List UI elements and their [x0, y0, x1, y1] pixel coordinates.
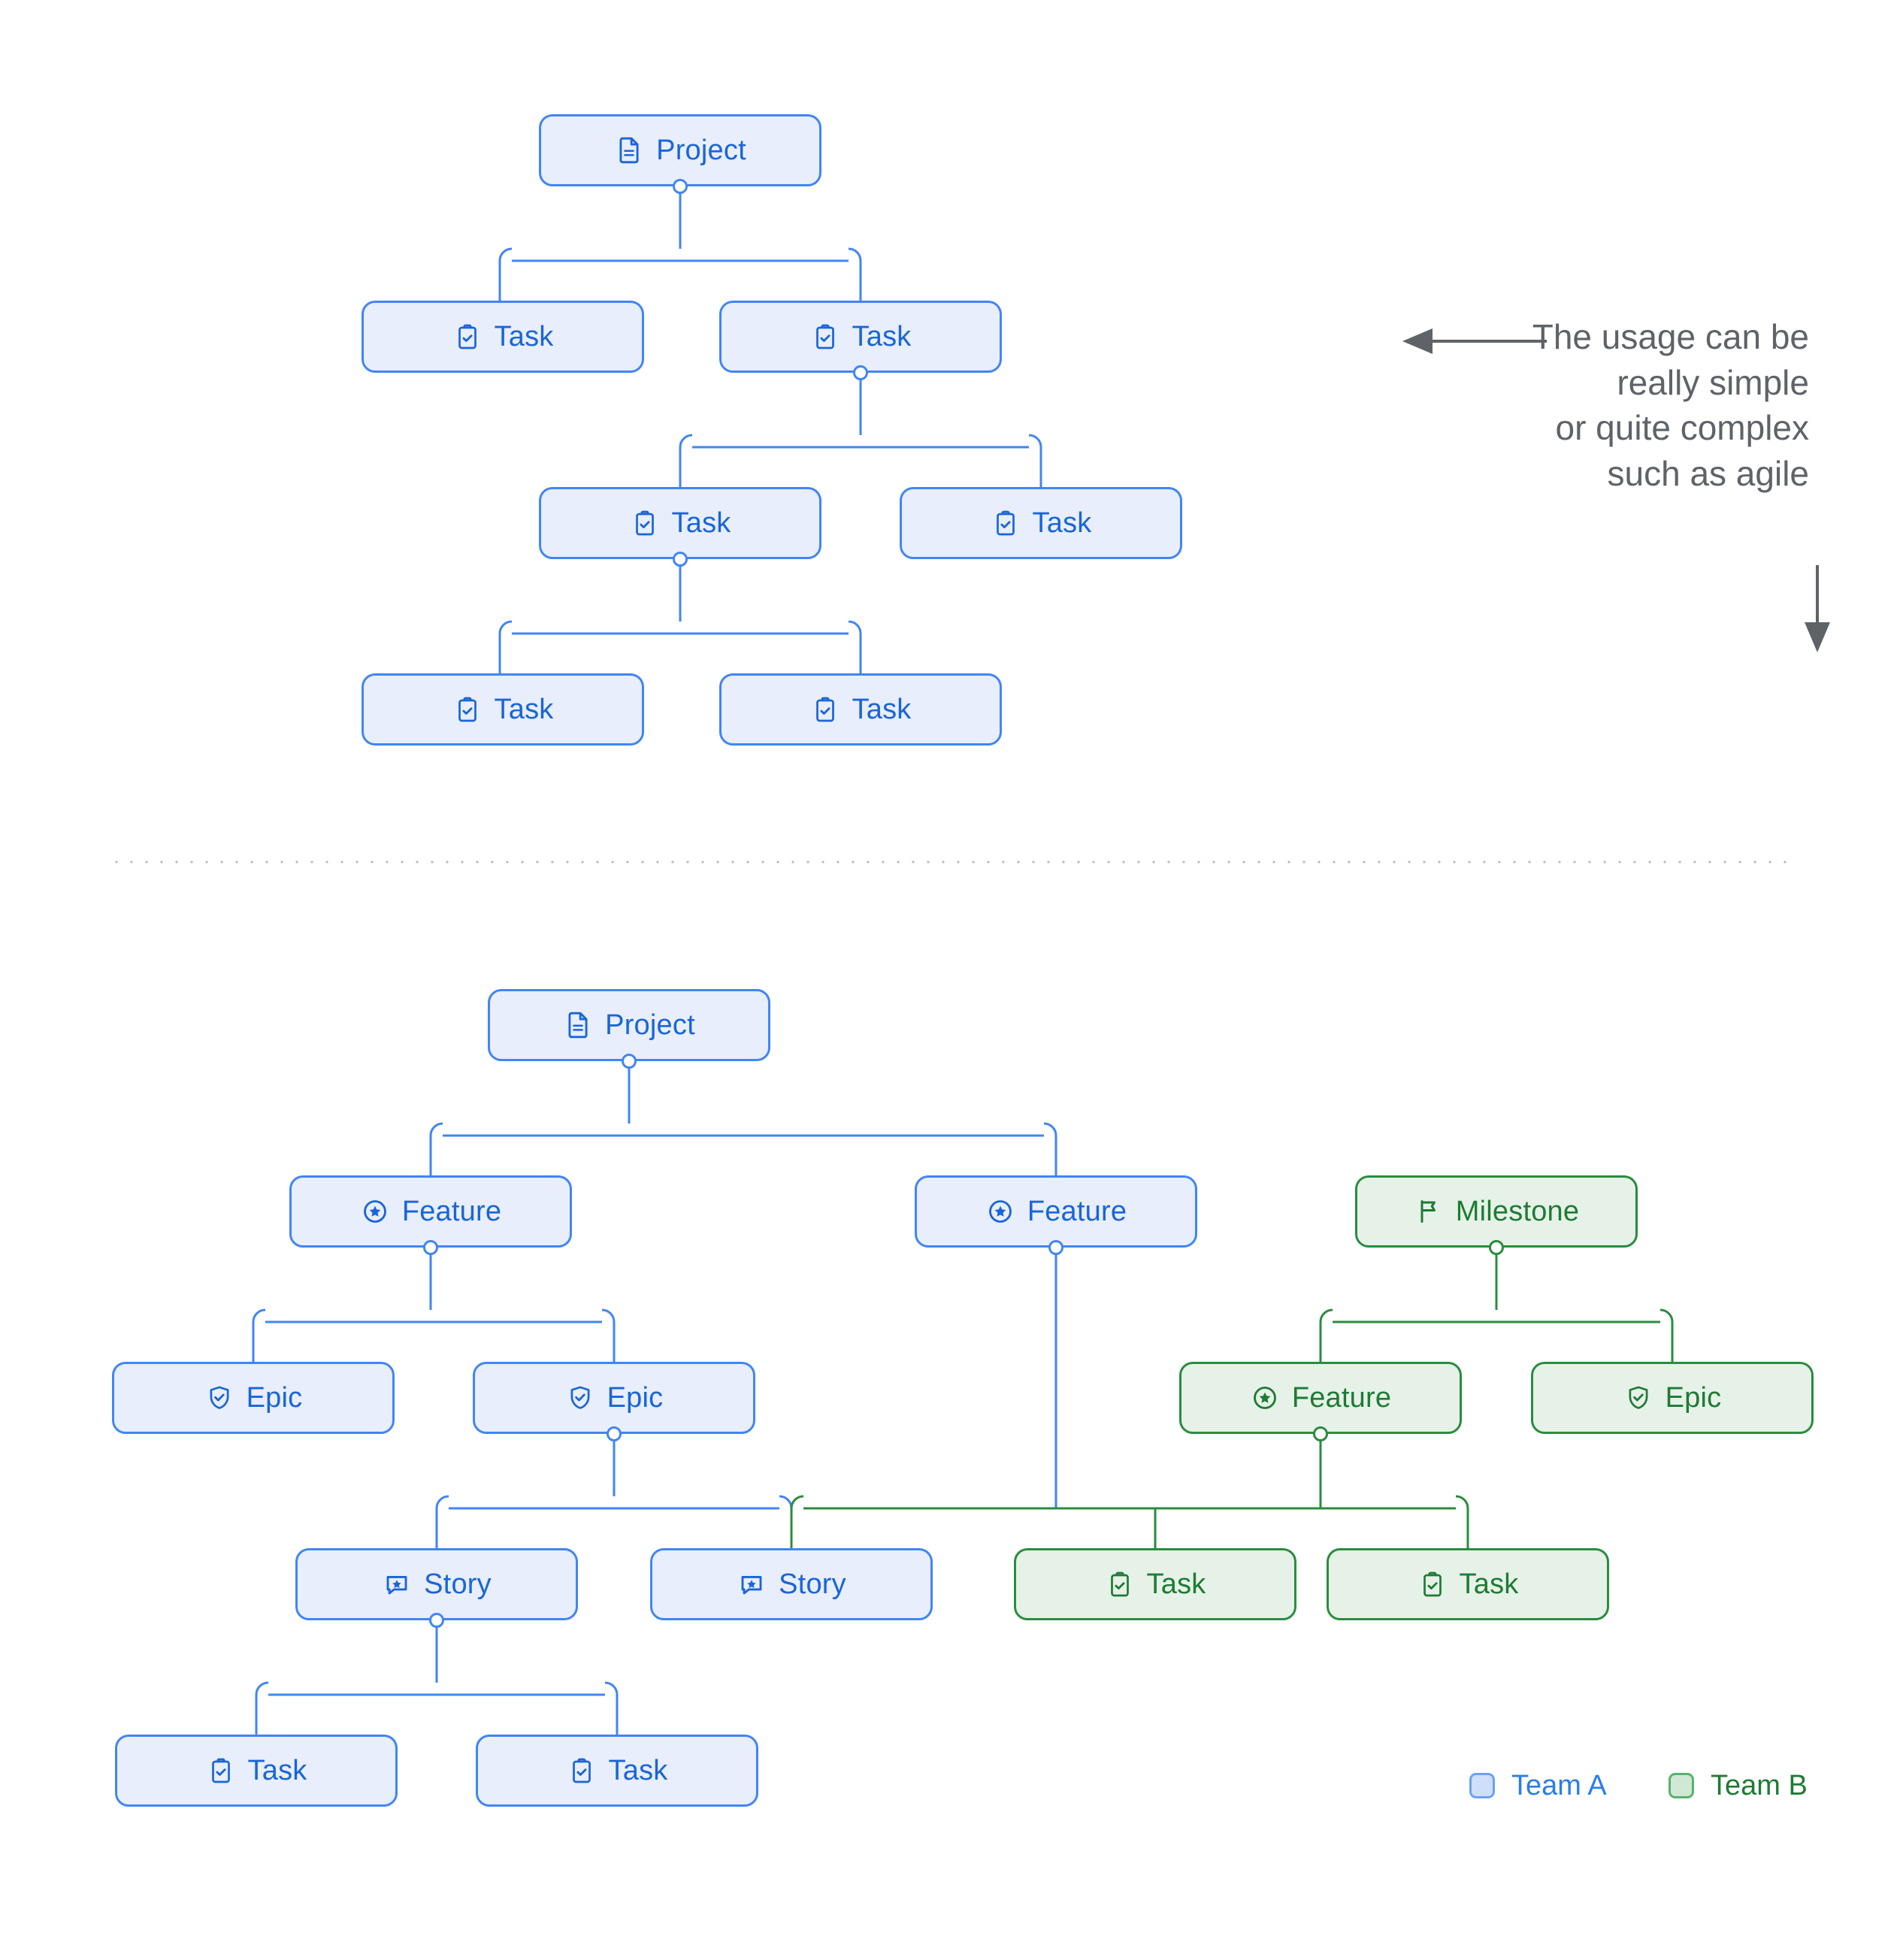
- clipboard-check-icon: [991, 508, 1021, 538]
- node-label: Task: [1032, 507, 1092, 539]
- node-label: Epic: [607, 1382, 664, 1414]
- node-label: Milestone: [1455, 1196, 1580, 1227]
- node-label: Epic: [1665, 1382, 1722, 1414]
- star-circle-icon: [1250, 1383, 1280, 1413]
- node-task[interactable]: Task: [476, 1735, 758, 1807]
- anchor-dot: [673, 179, 688, 194]
- clipboard-check-icon: [206, 1756, 236, 1786]
- node-label: Epic: [246, 1382, 303, 1414]
- shield-check-icon: [204, 1383, 234, 1413]
- node-task[interactable]: Task: [1014, 1548, 1296, 1620]
- anchor-dot: [423, 1240, 438, 1255]
- node-label: Task: [1459, 1568, 1519, 1600]
- node-label: Feature: [1291, 1382, 1392, 1414]
- shield-check-icon: [565, 1383, 595, 1413]
- node-task[interactable]: Task: [115, 1735, 398, 1807]
- document-icon: [614, 135, 644, 165]
- anchor-dot: [607, 1426, 622, 1441]
- node-feature[interactable]: Feature: [1179, 1362, 1462, 1434]
- chat-star-icon: [382, 1569, 412, 1599]
- star-circle-icon: [985, 1196, 1015, 1227]
- clipboard-check-icon: [810, 322, 840, 352]
- clipboard-check-icon: [567, 1756, 597, 1786]
- legend-team-b: Team B: [1669, 1771, 1808, 1800]
- node-task[interactable]: Task: [362, 673, 644, 746]
- flag-icon: [1414, 1196, 1444, 1227]
- clipboard-check-icon: [810, 694, 840, 724]
- node-label: Task: [494, 321, 554, 352]
- node-label: Task: [852, 694, 912, 725]
- node-milestone[interactable]: Milestone: [1355, 1175, 1638, 1248]
- annotation-line-4: such as agile: [1607, 454, 1810, 494]
- node-label: Task: [671, 507, 731, 539]
- anchor-dot: [1048, 1240, 1063, 1255]
- clipboard-check-icon: [1105, 1569, 1135, 1599]
- node-label: Task: [852, 321, 912, 352]
- node-epic[interactable]: Epic: [112, 1362, 395, 1434]
- node-task[interactable]: Task: [719, 301, 1002, 373]
- node-label: Feature: [401, 1196, 502, 1227]
- anchor-dot: [429, 1613, 444, 1628]
- anchor-dot: [853, 365, 868, 380]
- node-story[interactable]: Story: [295, 1548, 578, 1620]
- star-circle-icon: [360, 1196, 390, 1227]
- shield-check-icon: [1623, 1383, 1653, 1413]
- node-epic[interactable]: Epic: [473, 1362, 755, 1434]
- legend-swatch-icon: [1669, 1773, 1694, 1798]
- legend-label: Team A: [1511, 1770, 1607, 1801]
- legend-team-a: Team A: [1469, 1771, 1607, 1800]
- node-task[interactable]: Task: [1327, 1548, 1609, 1620]
- clipboard-check-icon: [1417, 1569, 1448, 1599]
- node-epic[interactable]: Epic: [1531, 1362, 1814, 1434]
- node-label: Feature: [1027, 1196, 1127, 1227]
- anchor-dot: [673, 552, 688, 567]
- section-divider: [109, 861, 1796, 864]
- node-label: Task: [247, 1755, 307, 1786]
- arrow-down-icon: [1805, 565, 1830, 652]
- annotation-text: The usage can be really simple or quite …: [1532, 314, 1809, 497]
- node-label: Task: [1146, 1568, 1206, 1600]
- clipboard-check-icon: [452, 694, 483, 724]
- node-feature[interactable]: Feature: [289, 1175, 572, 1248]
- node-project[interactable]: Project: [539, 114, 821, 186]
- node-project[interactable]: Project: [488, 989, 770, 1061]
- node-task[interactable]: Task: [900, 487, 1182, 559]
- node-label: Project: [656, 135, 746, 166]
- node-label: Task: [608, 1755, 668, 1786]
- node-task[interactable]: Task: [362, 301, 644, 373]
- node-task[interactable]: Task: [539, 487, 821, 559]
- arrow-left-icon: [1402, 328, 1547, 354]
- clipboard-check-icon: [630, 508, 660, 538]
- node-label: Project: [605, 1009, 695, 1041]
- anchor-dot: [1489, 1240, 1504, 1255]
- node-label: Story: [779, 1568, 846, 1600]
- annotation-line-3: or quite complex: [1555, 408, 1810, 448]
- node-feature[interactable]: Feature: [915, 1175, 1197, 1248]
- anchor-dot: [622, 1054, 637, 1069]
- annotation-line-2: really simple: [1617, 362, 1809, 402]
- legend-label: Team B: [1711, 1770, 1808, 1801]
- anchor-dot: [1313, 1426, 1328, 1441]
- node-label: Story: [424, 1568, 492, 1600]
- legend-swatch-icon: [1469, 1773, 1495, 1798]
- node-story[interactable]: Story: [650, 1548, 933, 1620]
- node-task[interactable]: Task: [719, 673, 1002, 746]
- document-icon: [563, 1010, 593, 1040]
- clipboard-check-icon: [452, 322, 483, 352]
- annotation-line-1: The usage can be: [1532, 317, 1809, 356]
- node-label: Task: [494, 694, 554, 725]
- chat-star-icon: [737, 1569, 767, 1599]
